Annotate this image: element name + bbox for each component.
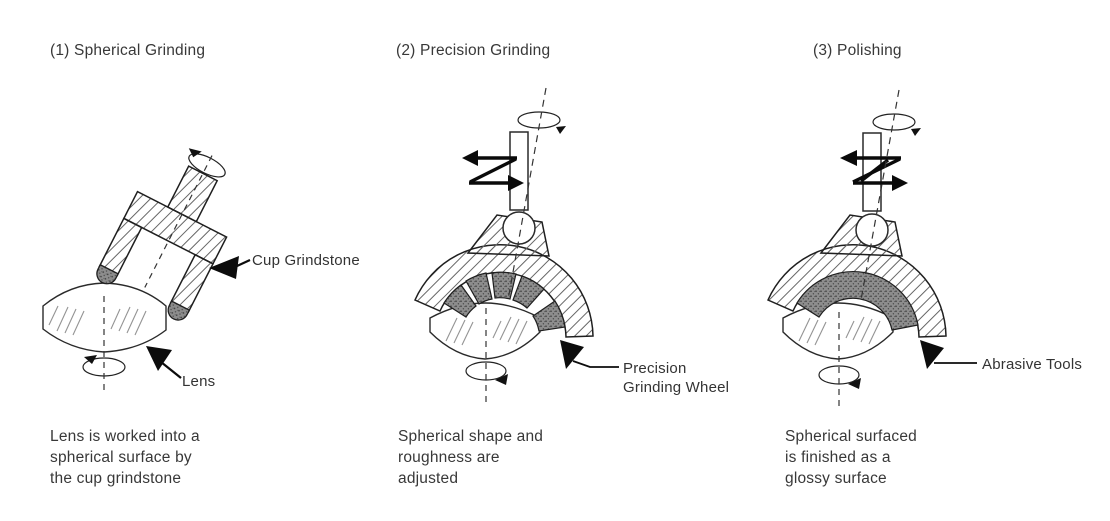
abrasive-band-shape	[796, 271, 919, 331]
caption-line: Lens is worked into a	[50, 428, 200, 445]
tool-axis-dashed-line	[144, 155, 213, 288]
caption-line: glossy surface	[785, 470, 887, 487]
panel-1-title: (1) Spherical Grinding	[50, 42, 206, 59]
lens-shape	[429, 302, 541, 360]
lens-shape	[782, 302, 894, 360]
caption-line: is finished as a	[785, 449, 891, 466]
rotation-arrow-icon	[517, 111, 566, 134]
cup-grindstone-label: Cup Grindstone	[252, 252, 360, 269]
callout-arrow-icon	[920, 340, 977, 369]
caption-line: spherical surface by	[50, 449, 192, 466]
grinding-wheel-segments	[443, 271, 566, 332]
rotation-arrow-icon	[872, 113, 921, 136]
panel-2-title: (2) Precision Grinding	[396, 42, 551, 59]
oscillation-arrows-icon	[462, 150, 524, 191]
lens-label: Lens	[182, 373, 216, 390]
callout-arrow-icon	[560, 340, 619, 369]
caption-line: Spherical shape and	[398, 428, 544, 445]
panel-2-caption: Spherical shape and roughness are adjusted	[398, 426, 543, 489]
cup-grindstone-shape	[96, 148, 228, 321]
spindle-shape	[855, 132, 889, 247]
lens-shape	[42, 282, 167, 353]
rotation-arrow-icon	[465, 361, 508, 385]
label-line: Precision	[623, 360, 687, 377]
spherical-grinding-figure	[42, 148, 251, 392]
callout-arrow-icon	[209, 256, 251, 279]
callout-arrow-icon	[146, 346, 182, 379]
caption-line: roughness are	[398, 449, 500, 466]
glass-highlight-marks	[798, 316, 881, 346]
polishing-figure	[767, 89, 977, 406]
panel-3-title: (3) Polishing	[813, 42, 902, 59]
rotation-arrow-icon	[818, 365, 861, 389]
abrasive-tools-label: Abrasive Tools	[982, 356, 1083, 373]
caption-line: adjusted	[398, 470, 459, 487]
glass-highlight-marks	[445, 316, 528, 346]
spindle-shape	[502, 131, 536, 245]
panel-3-caption: Spherical surfaced is finished as a glossy…	[785, 426, 917, 489]
caption-line: the cup grindstone	[50, 470, 182, 487]
grindstone-abrasive-tip	[167, 300, 191, 321]
glass-highlight-marks	[48, 305, 147, 336]
oscillation-arrows-icon	[840, 150, 908, 191]
grindstone-abrasive-tip	[96, 263, 119, 285]
panel-1-caption: Lens is worked into a spherical surface b…	[50, 426, 200, 489]
label-line: Grinding Wheel	[623, 379, 730, 396]
caption-line: Spherical surfaced	[785, 428, 917, 445]
precision-grinding-figure	[414, 87, 619, 402]
